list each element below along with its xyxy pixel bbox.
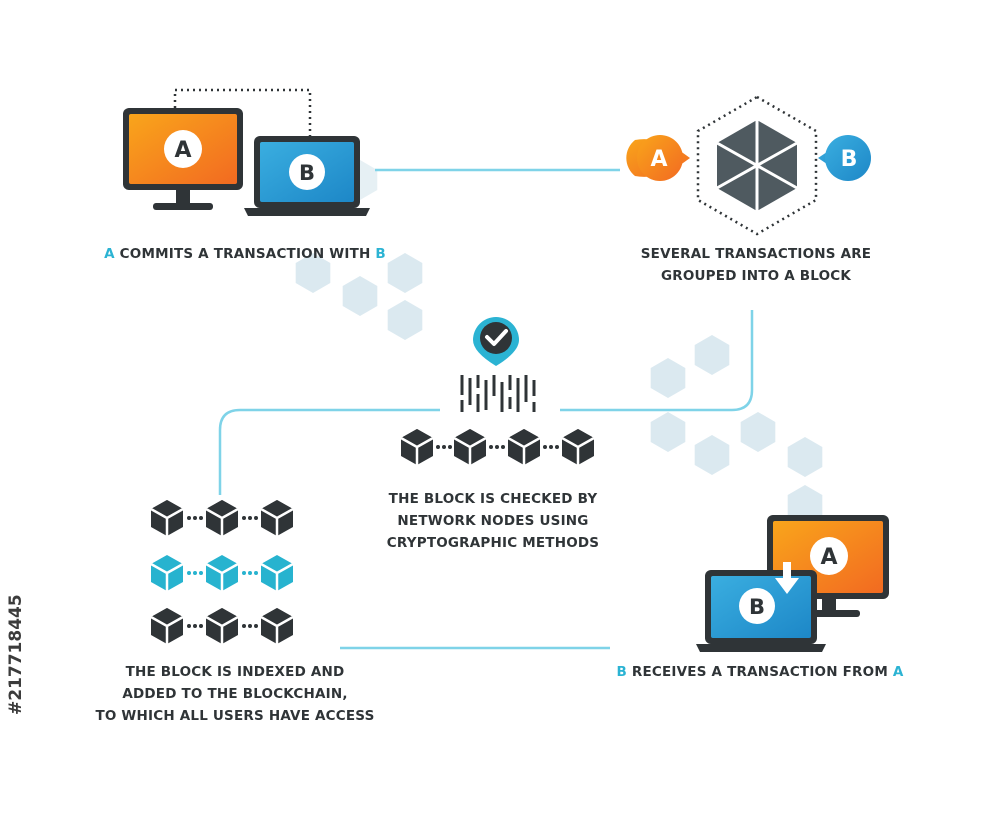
- background-hexagons: [295, 160, 823, 525]
- step3-caption: THE BLOCK IS CHECKED BY NETWORK NODES US…: [358, 488, 628, 554]
- step5-caption: THE BLOCK IS INDEXED AND ADDED TO THE BL…: [90, 661, 380, 727]
- monitor-a-label: A: [174, 138, 191, 163]
- dotted-link: [173, 88, 312, 140]
- bubble-b-icon: B: [818, 135, 871, 181]
- step4-caption: B RECEIVES A TRANSACTION FROM A: [605, 661, 915, 683]
- step3-line1: THE BLOCK IS CHECKED BY: [388, 491, 598, 507]
- step5-line3: TO WHICH ALL USERS HAVE ACCESS: [95, 708, 375, 724]
- step4-letter-b: B: [616, 664, 627, 680]
- step1-caption: A COMMITS A TRANSACTION WITH B: [95, 243, 395, 265]
- step1-text: COMMITS A TRANSACTION WITH: [114, 246, 376, 262]
- blockchain-cube-grid: [149, 498, 295, 646]
- laptop-b-label: B: [299, 161, 315, 185]
- step3-line3: CRYPTOGRAPHIC METHODS: [386, 535, 600, 551]
- step2-line2: GROUPED INTO A BLOCK: [660, 268, 852, 284]
- bubble-a-icon: A: [626, 135, 690, 181]
- step1-letter-a: A: [104, 246, 115, 262]
- download-arrow-icon: [775, 562, 799, 594]
- laptop-icon: B: [244, 136, 370, 216]
- stock-id-text: #217718445: [6, 594, 26, 715]
- step1-letter-b: B: [375, 246, 386, 262]
- laptop-icon: B: [696, 570, 826, 652]
- bubble-b-label: B: [841, 147, 858, 172]
- checkmark-pin-icon: [473, 317, 519, 366]
- binary-code-icon: [460, 375, 536, 412]
- step2-caption: SEVERAL TRANSACTIONS ARE GROUPED INTO A …: [620, 243, 892, 287]
- hexagon-block-icon: [696, 95, 818, 236]
- stock-id: #217718445: [6, 585, 30, 715]
- step2-line1: SEVERAL TRANSACTIONS ARE: [640, 246, 872, 262]
- step4-letter-a: A: [892, 664, 904, 680]
- monitor-icon: A: [123, 108, 243, 210]
- cube-chain-checked: [399, 427, 596, 467]
- laptop-b2-label: B: [749, 595, 765, 619]
- bubble-a-label: A: [650, 147, 667, 172]
- step5-line2: ADDED TO THE BLOCKCHAIN,: [122, 686, 348, 702]
- step5-line1: THE BLOCK IS INDEXED AND: [125, 664, 345, 680]
- monitor-a2-label: A: [820, 545, 837, 570]
- step4-text: RECEIVES A TRANSACTION FROM: [626, 664, 893, 680]
- step3-line2: NETWORK NODES USING: [397, 513, 589, 529]
- flow-connectors: [218, 168, 754, 650]
